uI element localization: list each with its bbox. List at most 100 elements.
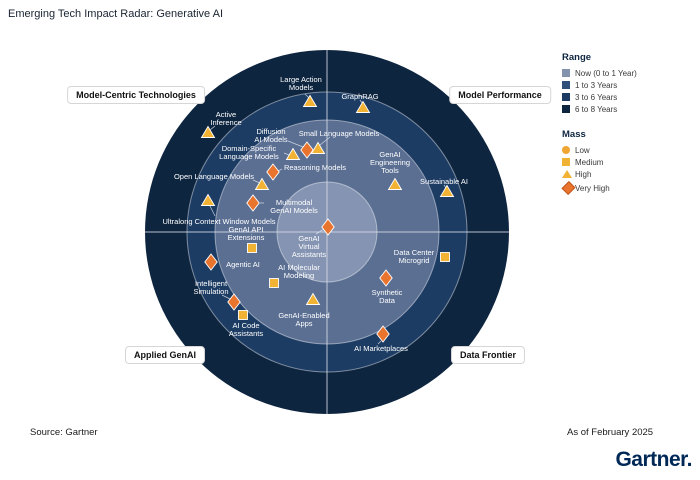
tech-marker-genai-virtual-assistants[interactable] (321, 218, 335, 236)
tech-marker-ai-molecular-modeling[interactable] (269, 278, 279, 288)
tech-marker-reasoning-models[interactable] (266, 163, 280, 181)
connector-domain-specific-language-models (283, 152, 290, 156)
range-swatch-6-8-icon (562, 105, 575, 113)
mass-very-high-diamond-icon (561, 180, 576, 196)
tech-label-graphrag: GraphRAG (341, 92, 378, 101)
tech-label-genai-engineering-tools: Tools (381, 166, 399, 175)
legend-range-label: 3 to 6 Years (575, 92, 618, 102)
tech-label-data-center-microgrid: Data Center (394, 248, 435, 257)
connector-diffusion-ai-models (287, 140, 304, 148)
tech-marker-diffusion-ai-models[interactable] (300, 141, 314, 159)
tech-label-ai-marketplaces: AI Marketplaces (354, 344, 408, 353)
quadrant-label-model-centric-technologies: Model-Centric Technologies (67, 86, 205, 104)
tech-label-genai-api-extensions: GenAI API (228, 225, 263, 234)
tech-label-genai-virtual-assistants: Assistants (292, 250, 326, 259)
tech-label-data-center-microgrid: Microgrid (399, 256, 430, 265)
tech-label-genai-engineering-tools: Engineering (370, 158, 410, 167)
tech-label-ai-code-assistants: AI Code (232, 321, 259, 330)
tech-marker-ai-marketplaces[interactable] (376, 325, 390, 343)
tech-marker-genai-engineering-tools[interactable] (387, 177, 403, 190)
tech-marker-graphrag[interactable] (355, 100, 371, 113)
legend-mass-item-low: Low (562, 144, 694, 156)
range-swatch-3-6-icon (562, 93, 575, 101)
legend-range-item-now: Now (0 to 1 Year) (562, 67, 694, 79)
tech-label-multimodal-genai-models: Multimodal (276, 198, 313, 207)
legend-mass-title: Mass (562, 129, 586, 140)
tech-label-domain-specific-language-models: Domain-Specific (222, 144, 277, 153)
legend-mass-item-very-high: Very High (561, 180, 694, 196)
tech-label-active-inference: Inference (210, 118, 241, 127)
tech-label-small-language-models: Small Language Models (299, 129, 380, 138)
tech-marker-multimodal-genai-models[interactable] (246, 194, 260, 212)
connector-intelligent-simulation (221, 294, 231, 300)
legend-mass-label: Medium (575, 157, 604, 167)
tech-label-intelligent-simulation: Simulation (193, 287, 228, 296)
gartner-logo: Gartner. (615, 448, 692, 471)
legend-range-title: Range (562, 52, 592, 63)
tech-marker-agentic-ai[interactable] (204, 253, 218, 271)
tech-label-ultralong-context-window-models: Ultralong Context Window Models (163, 217, 276, 226)
mass-medium-square-icon (562, 158, 575, 166)
legend-mass-item-medium: Medium (562, 156, 694, 168)
tech-label-genai-virtual-assistants: Virtual (298, 242, 319, 251)
tech-marker-ai-code-assistants[interactable] (238, 310, 248, 320)
tech-label-multimodal-genai-models: GenAI Models (270, 206, 318, 215)
tech-marker-synthetic-data[interactable] (379, 269, 393, 287)
legend-mass-label: Low (575, 145, 590, 155)
tech-label-diffusion-ai-models: Diffusion (256, 127, 285, 136)
tech-label-genai-enabled-apps: Apps (295, 319, 312, 328)
tech-label-ai-code-assistants: Assistants (229, 329, 263, 338)
tech-label-ai-molecular-modeling: AI Molecular (278, 263, 320, 272)
legend: Range Now (0 to 1 Year) 1 to 3 Years 3 t… (561, 52, 694, 196)
tech-label-active-inference: Active (216, 110, 236, 119)
range-swatch-now-icon (562, 69, 575, 77)
source-note: Source: Gartner (30, 427, 98, 438)
mass-high-triangle-icon (562, 170, 575, 178)
legend-range-label: Now (0 to 1 Year) (575, 68, 637, 78)
tech-label-diffusion-ai-models: AI Models (254, 135, 288, 144)
quadrant-label-data-frontier: Data Frontier (450, 346, 526, 364)
quadrant-label-model-performance: Model Performance (449, 86, 551, 104)
tech-label-sustainable-ai: Sustainable AI (420, 177, 468, 186)
quadrant-label-applied-genai: Applied GenAI (124, 346, 206, 364)
tech-marker-sustainable-ai[interactable] (439, 184, 455, 197)
page-title: Emerging Tech Impact Radar: Generative A… (8, 8, 224, 20)
connector-open-language-models (252, 179, 261, 184)
tech-label-genai-enabled-apps: GenAI-Enabled (278, 311, 329, 320)
tech-marker-active-inference[interactable] (200, 125, 216, 138)
connector-graphrag (359, 99, 363, 104)
tech-label-ai-molecular-modeling: Modeling (284, 271, 314, 280)
connector-large-action-models (304, 93, 310, 99)
tech-marker-domain-specific-language-models[interactable] (285, 147, 301, 160)
tech-label-intelligent-simulation: Intelligent (195, 279, 228, 288)
legend-mass-item-high: High (562, 168, 694, 180)
tech-marker-data-center-microgrid[interactable] (440, 252, 450, 262)
as-of-date: As of February 2025 (567, 427, 654, 438)
legend-mass-label: High (575, 169, 592, 179)
legend-range-label: 1 to 3 Years (575, 80, 618, 90)
tech-marker-open-language-models[interactable] (254, 177, 270, 190)
tech-marker-genai-api-extensions[interactable] (247, 243, 257, 253)
tech-marker-ultralong-context-window-models[interactable] (200, 193, 216, 206)
tech-marker-small-language-models[interactable] (310, 141, 326, 154)
range-swatch-1-3-icon (562, 81, 575, 89)
connector-genai-virtual-assistants (315, 228, 325, 235)
tech-label-genai-api-extensions: Extensions (228, 233, 265, 242)
tech-label-open-language-models: Open Language Models (174, 172, 254, 181)
legend-range-item-6-8: 6 to 8 Years (562, 103, 694, 115)
legend-mass-label: Very High (575, 183, 610, 193)
connector-small-language-models (319, 136, 331, 146)
tech-label-reasoning-models: Reasoning Models (284, 163, 346, 172)
mass-low-circle-icon (562, 146, 575, 154)
connector-ai-marketplaces (377, 340, 382, 345)
tech-marker-large-action-models[interactable] (302, 94, 318, 107)
tech-label-synthetic-data: Data (379, 296, 396, 305)
connector-active-inference (209, 125, 216, 131)
tech-label-agentic-ai: Agentic AI (226, 260, 260, 269)
tech-marker-intelligent-simulation[interactable] (227, 293, 241, 311)
tech-label-synthetic-data: Synthetic (372, 288, 403, 297)
tech-label-large-action-models: Models (289, 83, 313, 92)
legend-range-item-1-3: 1 to 3 Years (562, 79, 694, 91)
tech-marker-genai-enabled-apps[interactable] (305, 292, 321, 305)
